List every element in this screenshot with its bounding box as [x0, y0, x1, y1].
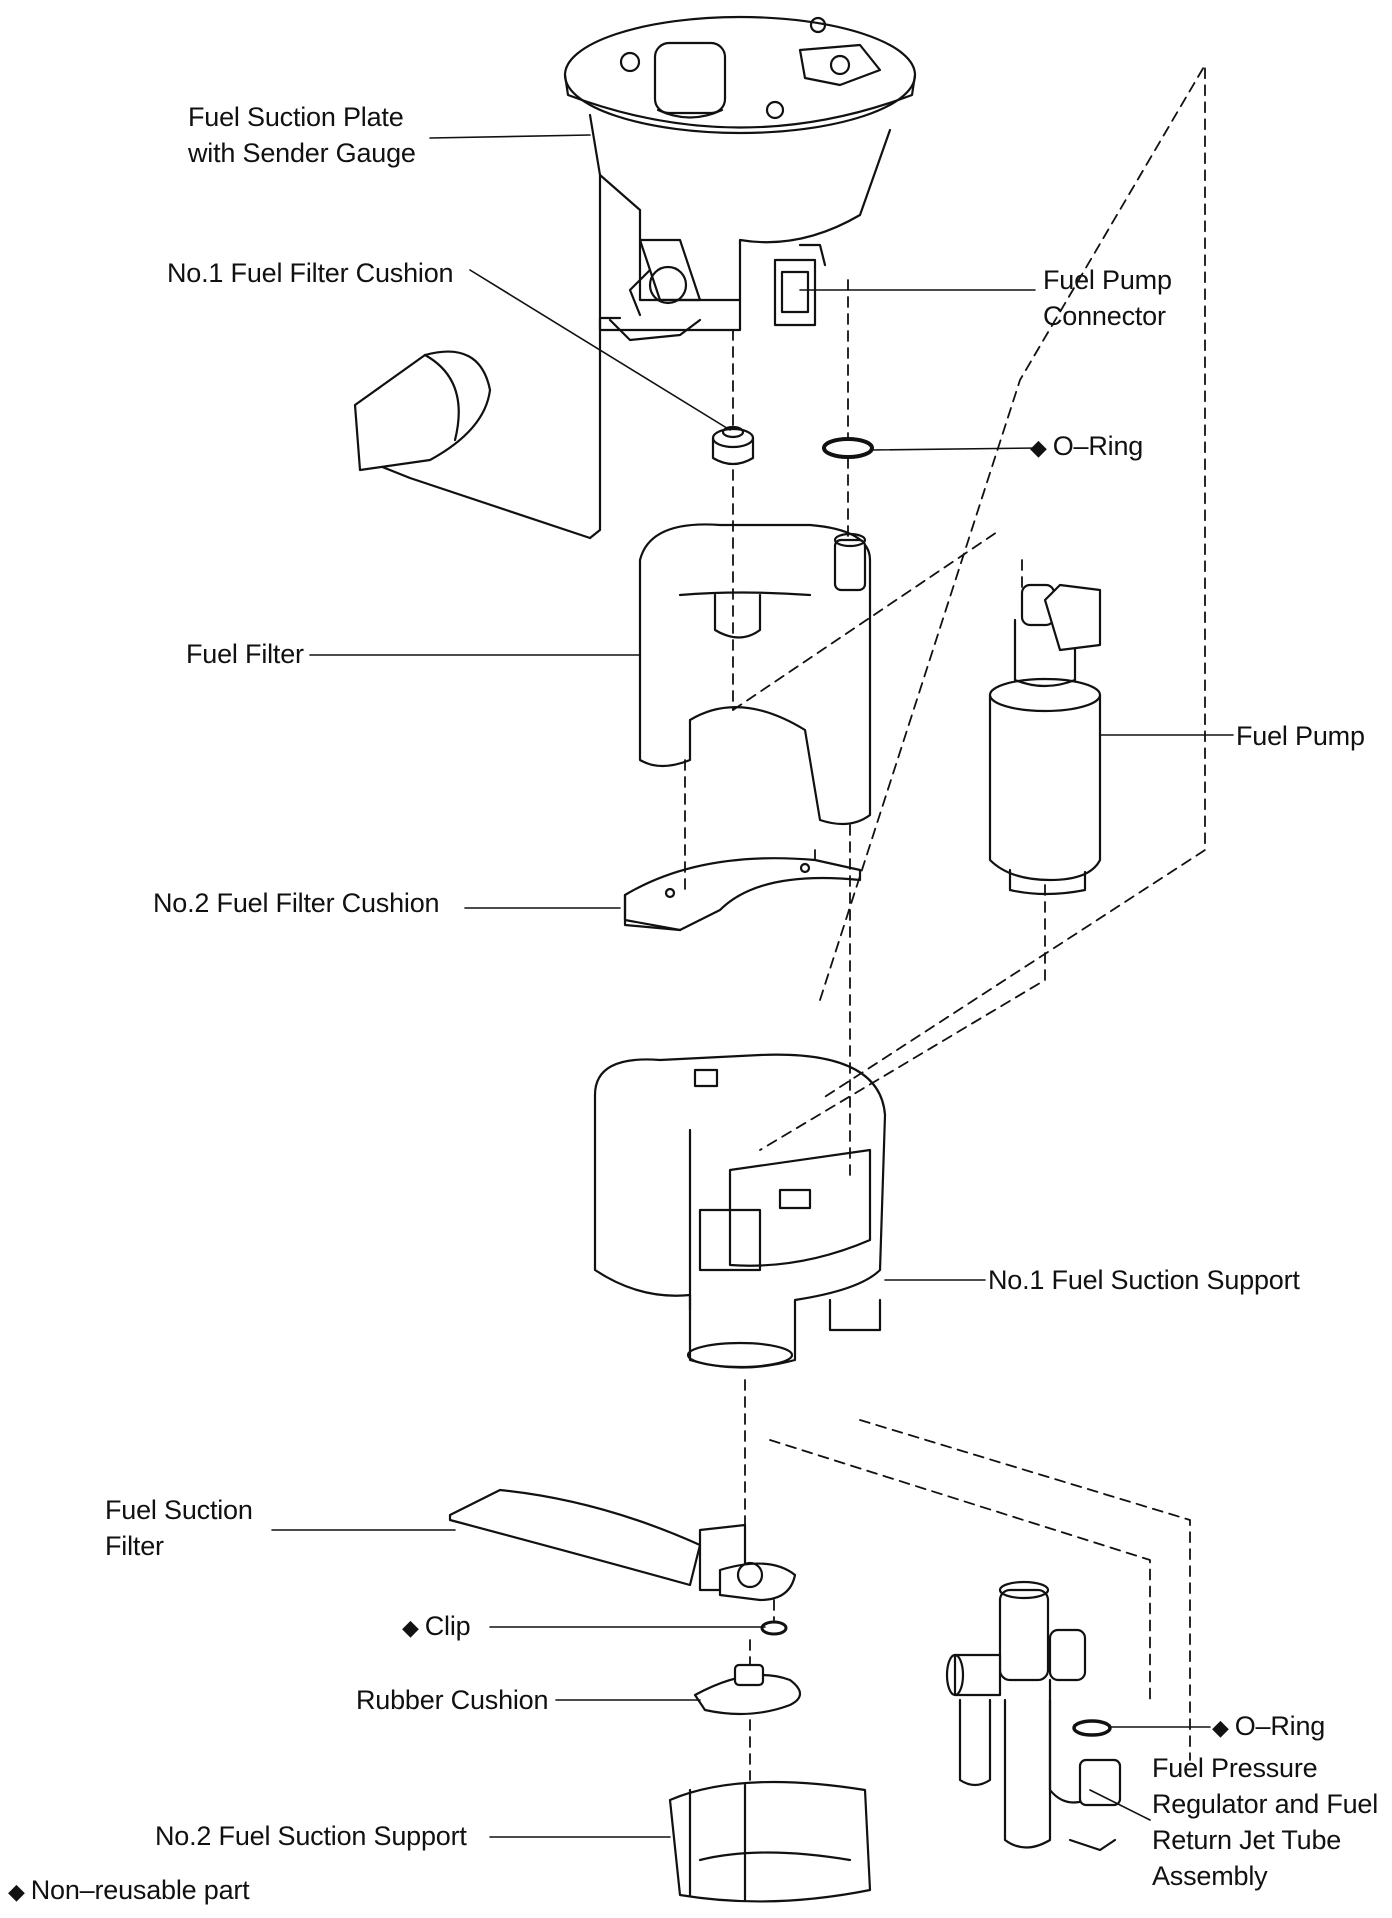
- fuel-suction-filter-part: [448, 1488, 797, 1602]
- no2-fuel-suction-support-part: [668, 1780, 872, 1903]
- fuel-pump-part: [988, 583, 1102, 896]
- label-fuel-pump: Fuel Pump: [1236, 721, 1365, 751]
- label-no1-fuel-filter-cushion: No.1 Fuel Filter Cushion: [167, 258, 454, 288]
- label-regulator-line1: Fuel Pressure: [1152, 1753, 1318, 1783]
- label-fuel-filter: Fuel Filter: [186, 639, 304, 669]
- label-fuel-pump-connector-line1: Fuel Pump: [1043, 265, 1172, 295]
- fuel-filter-part: [638, 523, 872, 826]
- clip-part: [760, 1620, 788, 1636]
- label-fuel-suction-filter-line1: Fuel Suction: [105, 1495, 253, 1525]
- label-no1-fuel-suction-support: No.1 Fuel Suction Support: [988, 1265, 1300, 1295]
- no1-fuel-suction-support-part: [593, 1053, 887, 1369]
- assembly-dashed-lines: [684, 64, 1206, 1781]
- label-fuel-suction-plate-line1: Fuel Suction Plate: [188, 102, 404, 132]
- non-reusable-diamond-icon: ◆: [8, 1879, 25, 1904]
- label-o-ring-top-text: O–Ring: [1052, 431, 1144, 461]
- non-reusable-diamond-icon: ◆: [1030, 435, 1047, 460]
- label-regulator-line3: Return Jet Tube: [1152, 1825, 1342, 1855]
- label-rubber-cushion: Rubber Cushion: [356, 1685, 549, 1715]
- non-reusable-diamond-icon: ◆: [1212, 1715, 1229, 1740]
- o-ring-bottom-part: [1072, 1719, 1112, 1737]
- label-fuel-pump-connector-line2: Connector: [1043, 301, 1166, 331]
- rubber-cushion-part: [693, 1663, 802, 1716]
- fuel-pressure-regulator-part: [945, 1580, 1122, 1852]
- label-o-ring-top: ◆O–Ring: [1030, 428, 1143, 466]
- label-no2-fuel-filter-cushion: No.2 Fuel Filter Cushion: [153, 888, 440, 918]
- no2-fuel-filter-cushion-part: [623, 857, 862, 932]
- fuel-suction-plate-part: [353, 15, 917, 540]
- label-regulator-line4: Assembly: [1152, 1861, 1268, 1891]
- legend-non-reusable: ◆Non–reusable part: [8, 1872, 250, 1910]
- o-ring-top-part: [822, 437, 874, 459]
- non-reusable-diamond-icon: ◆: [402, 1615, 419, 1640]
- no1-fuel-filter-cushion-part: [711, 425, 755, 466]
- label-o-ring-bottom: ◆O–Ring: [1212, 1708, 1325, 1746]
- label-fuel-suction-filter-line2: Filter: [105, 1531, 164, 1561]
- leader-lines: [271, 134, 1234, 1838]
- label-clip-text: Clip: [424, 1611, 471, 1641]
- label-clip: ◆Clip: [402, 1608, 471, 1646]
- label-o-ring-bottom-text: O–Ring: [1234, 1711, 1326, 1741]
- label-fuel-suction-plate-line2: with Sender Gauge: [188, 138, 416, 168]
- label-no2-fuel-suction-support: No.2 Fuel Suction Support: [155, 1821, 467, 1851]
- legend-text: Non–reusable part: [30, 1875, 250, 1905]
- label-regulator-line2: Regulator and Fuel: [1152, 1789, 1379, 1819]
